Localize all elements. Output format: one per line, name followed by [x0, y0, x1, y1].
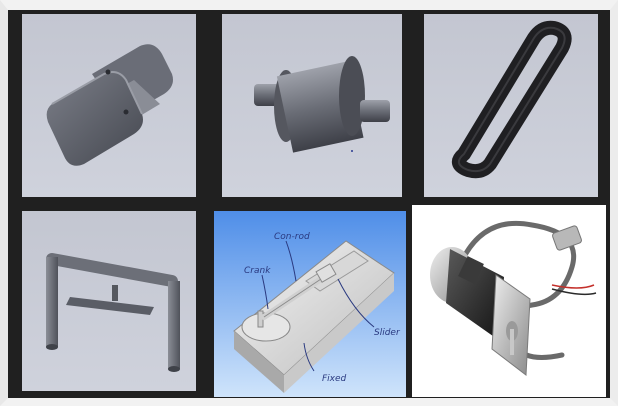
slider-crank-mechanism-icon: Con-rod Crank Slider Fixed	[214, 211, 406, 397]
panel-frame	[22, 211, 196, 391]
label-fixed: Fixed	[322, 374, 347, 384]
gantry-frame-cad-icon	[46, 253, 180, 372]
panel-belt	[424, 14, 598, 197]
stepper-motor-photo-icon	[430, 220, 597, 376]
label-crank: Crank	[244, 266, 271, 276]
panel-motor	[412, 205, 606, 397]
panel-mechanism: Con-rod Crank Slider Fixed	[214, 211, 406, 397]
panel-bracket	[22, 14, 196, 197]
label-slider: Slider	[374, 328, 401, 338]
panel-spool	[222, 14, 402, 197]
label-con-rod: Con-rod	[274, 232, 310, 242]
spool-cylinder-cad-icon	[254, 56, 390, 153]
u-bracket-cad-icon	[46, 44, 173, 166]
loop-belt-cad-icon	[451, 20, 572, 179]
